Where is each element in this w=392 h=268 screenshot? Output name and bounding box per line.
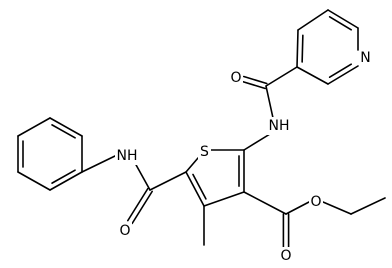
atom-nh-left: NH: [115, 147, 139, 165]
atom-label-s: S: [200, 144, 209, 160]
atom-o-ester-ether: O: [309, 193, 323, 211]
bond-py-c6-c1: [297, 9, 329, 31]
bond-ph-c2-c3: [17, 171, 51, 191]
bond-carbonyl-o-top-a: [242, 75, 268, 85]
atom-label-o-ester-carbonyl: O: [280, 248, 291, 264]
bond-th-c4-c5: [185, 171, 205, 207]
bond-ph-c1-c2-inner: [51, 169, 76, 184]
atom-o-ester-carbonyl: O: [279, 247, 293, 265]
bond-ph-c1-c2: [49, 171, 83, 191]
bond-amide-c-o-left-a: [126, 187, 149, 222]
bond-layer: [17, 9, 386, 248]
bond-nh-left-phenyl: [81, 155, 116, 173]
atom-o-pyridine-amide: O: [229, 69, 243, 87]
atom-label-n-pyridine: N: [360, 50, 370, 66]
bond-carbonyl-nh-top: [265, 85, 274, 119]
bond-ph-c4-c5: [17, 117, 51, 137]
bond-th-c3-c4: [203, 191, 245, 207]
bond-py-c-carbonyl: [265, 66, 298, 87]
atom-label-o-ester-ether: O: [310, 194, 321, 210]
bond-o-ch2: [322, 201, 352, 215]
atom-label-layer: S N O NH NH O O O: [115, 49, 372, 265]
bond-py-c5-c6-inner: [301, 34, 304, 63]
bond-c3-ester-c: [243, 191, 287, 215]
bond-th-c4-c5-inner: [192, 173, 207, 200]
bond-amide-c-o-left-b: [131, 190, 154, 225]
atom-s: S: [198, 143, 211, 161]
bond-py-c4-c5: [296, 66, 329, 85]
atom-label-nh-left: NH: [117, 148, 138, 164]
atom-nh-top: NH: [267, 117, 291, 135]
bond-ester-c-o-ether: [285, 201, 310, 215]
bond-py-c5-c6: [296, 29, 299, 68]
bond-nh-top-c2: [243, 133, 271, 151]
bond-py-c1-c2-inner: [328, 16, 353, 31]
bond-amide-c-nh-left: [134, 162, 151, 191]
atom-label-nh-top: NH: [269, 118, 290, 134]
bond-py-c1-c2: [327, 9, 359, 29]
bond-ch2-ch3: [350, 197, 386, 215]
atom-o-left-amide: O: [118, 222, 132, 240]
bond-ph-c5-c6-inner: [51, 124, 76, 139]
bond-c5-amide-c: [149, 171, 187, 191]
bond-py-n-c4-inner: [328, 63, 353, 78]
bond-carbonyl-o-top-b: [241, 80, 267, 90]
bond-ph-c5-c6: [49, 117, 83, 137]
atom-label-o-pyridine-amide: O: [230, 70, 241, 86]
bond-py-n-c4: [327, 65, 359, 85]
bond-th-c5-s: [185, 157, 199, 173]
atom-n-pyridine: N: [359, 49, 372, 67]
atom-label-o-left-amide: O: [119, 223, 130, 239]
